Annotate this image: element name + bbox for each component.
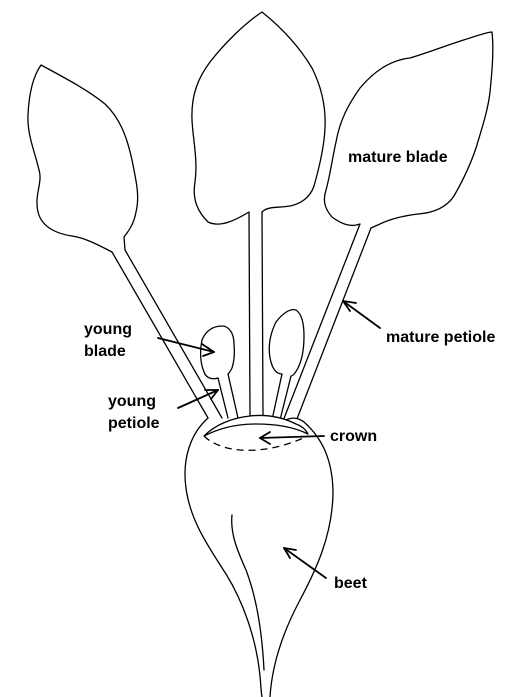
label-beet: beet xyxy=(334,575,368,592)
label-young-blade-line2: blade xyxy=(84,343,126,360)
young-blade-right xyxy=(269,310,304,376)
arrow-young-petiole xyxy=(178,390,218,408)
mature-blade-left xyxy=(28,65,138,252)
label-young-petiole-line2: petiole xyxy=(108,415,160,432)
young-petiole-right xyxy=(272,374,291,420)
beet-root xyxy=(185,418,333,697)
label-crown: crown xyxy=(330,428,377,445)
mature-blade-right xyxy=(324,32,492,228)
young-petiole-left xyxy=(218,374,238,418)
label-young-petiole-line1: young xyxy=(108,393,156,410)
label-mature-blade: mature blade xyxy=(348,149,448,166)
young-blade-left xyxy=(201,326,235,379)
arrow-mature-petiole xyxy=(343,301,380,328)
label-young-blade-line1: young xyxy=(84,321,132,338)
mature-petiole-center xyxy=(249,212,263,416)
label-mature-petiole: mature petiole xyxy=(386,329,495,346)
mature-blade-center xyxy=(192,12,325,224)
